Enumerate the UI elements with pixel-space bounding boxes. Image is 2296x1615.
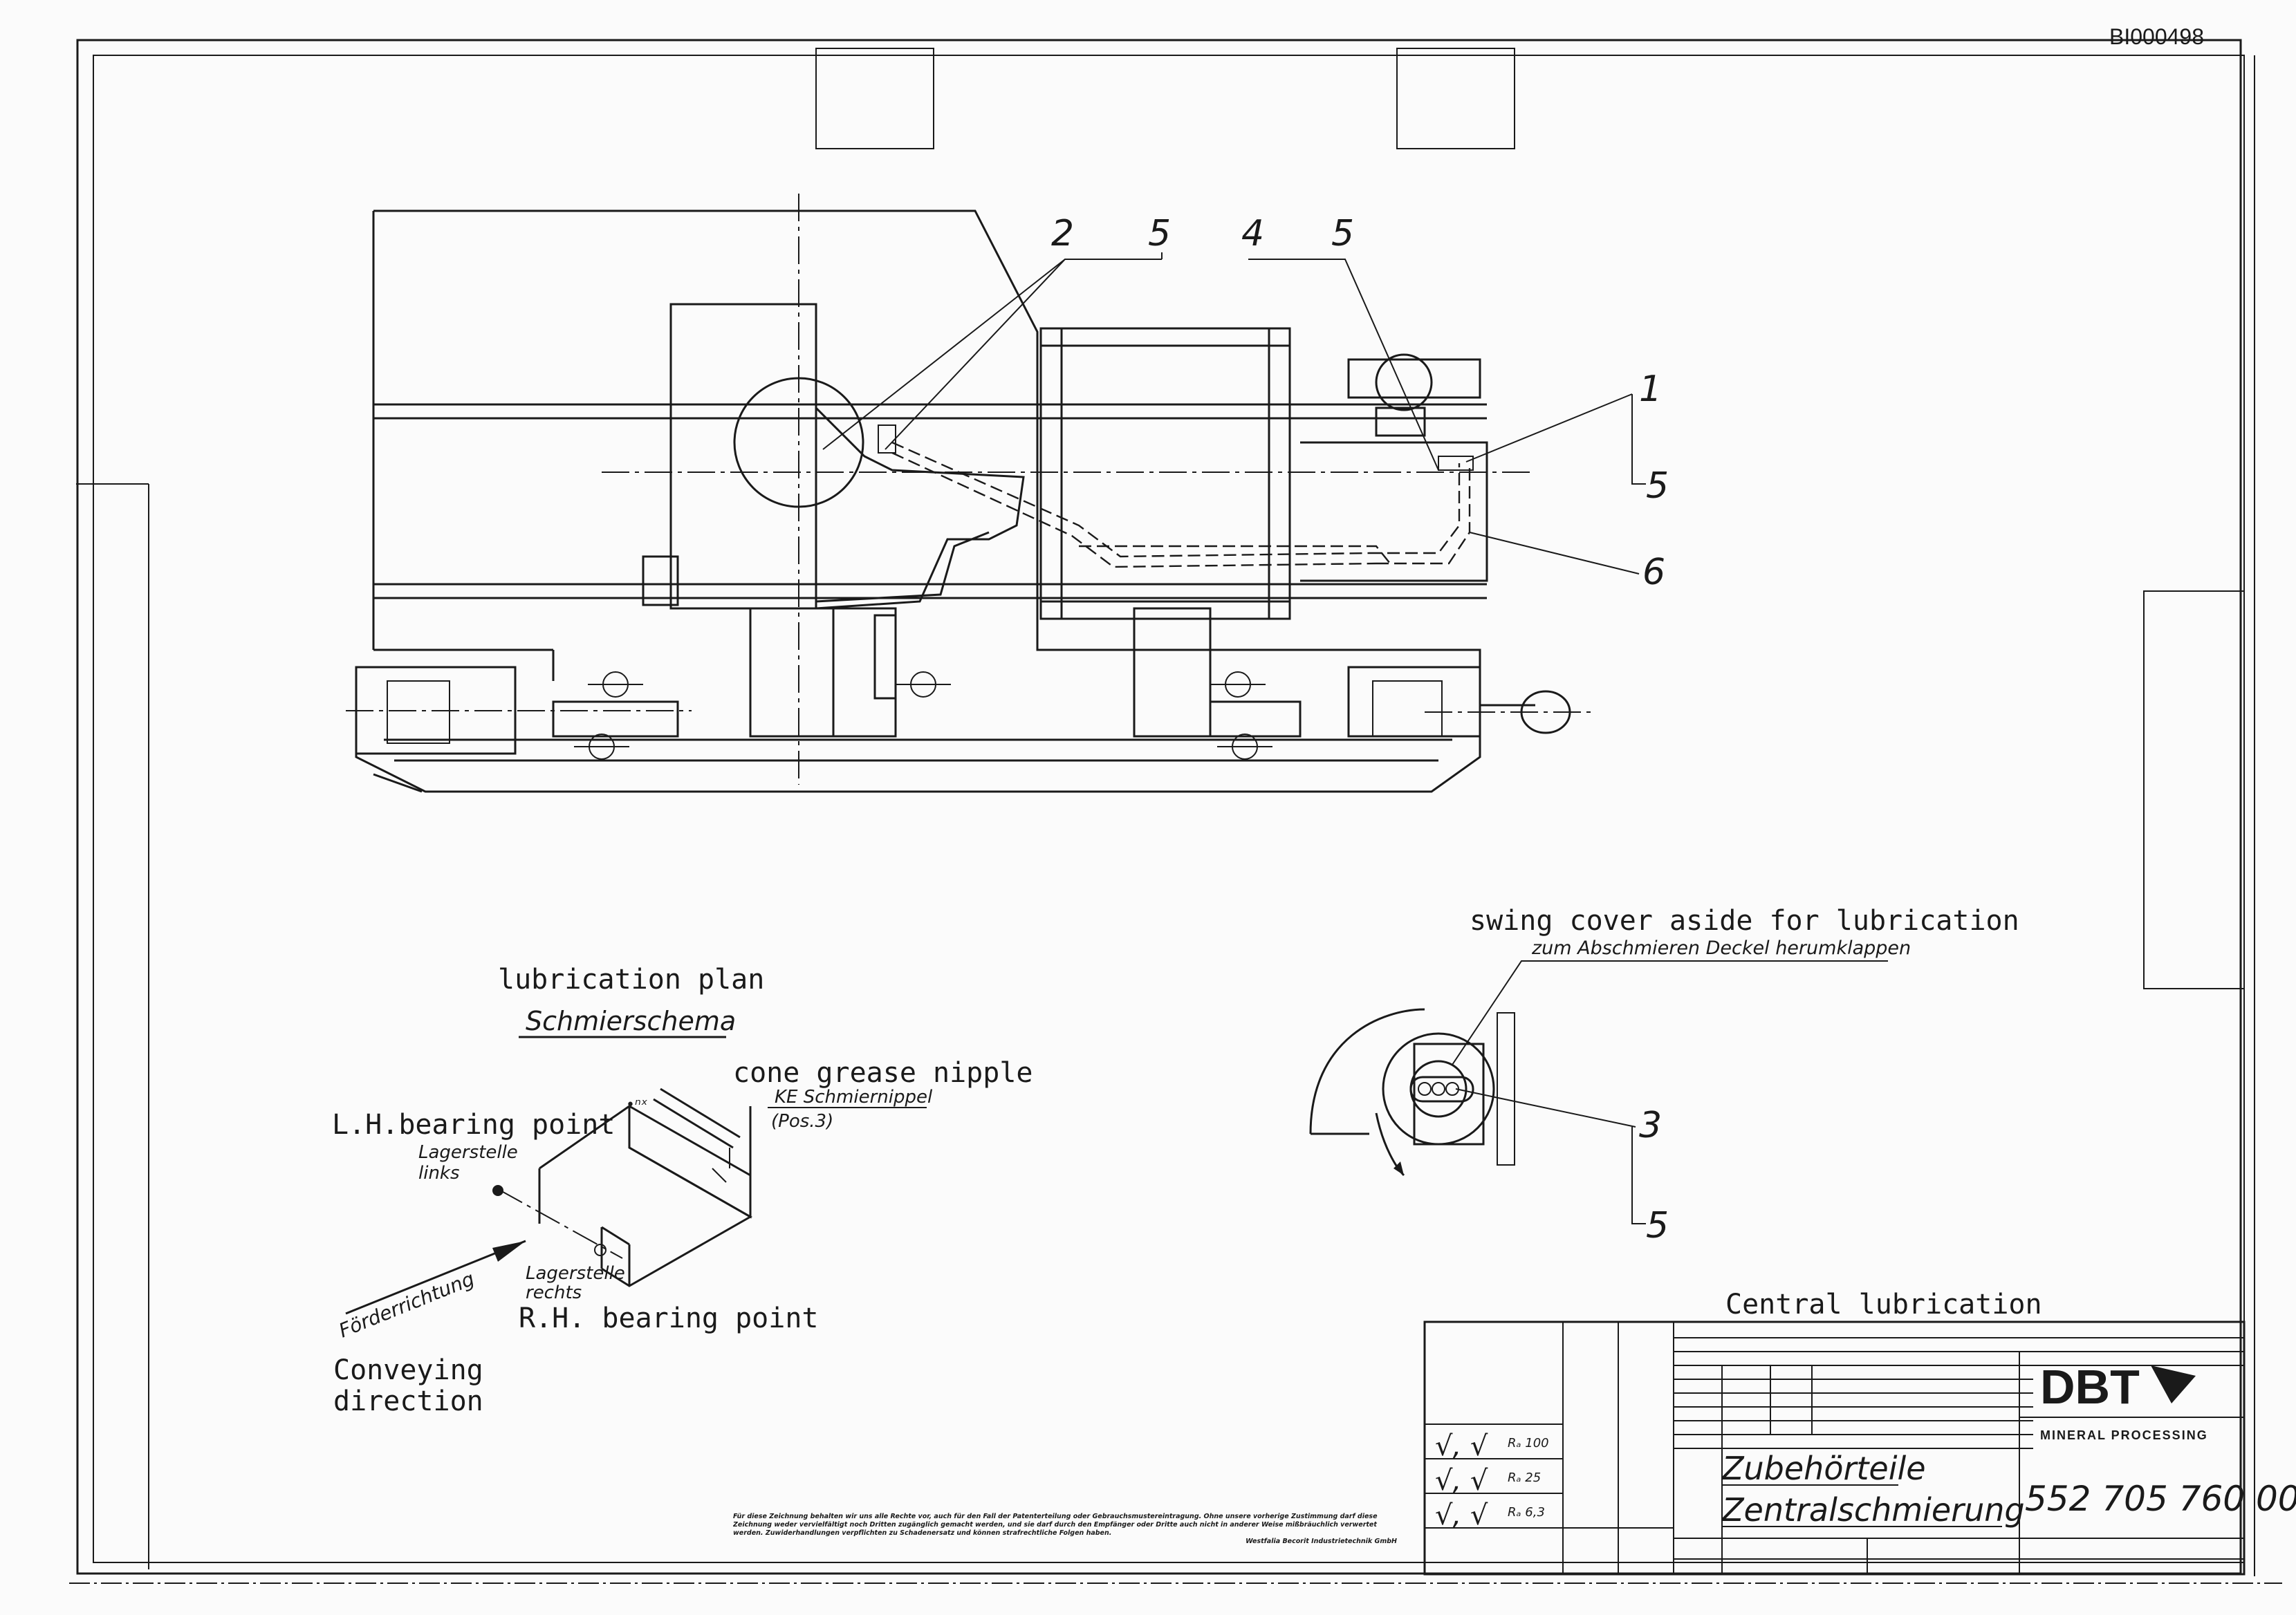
- document-id: BI000498: [2109, 24, 2204, 49]
- surface-ra-63: Rₐ 6,3: [1508, 1505, 1545, 1520]
- company-name: Westfalia Becorit Industrietechnik GmbH: [1246, 1538, 1397, 1545]
- callout-2: 2: [1051, 213, 1074, 254]
- rh-bearing-label-de-1: Lagerstelle: [526, 1263, 625, 1284]
- lh-bearing-label-en: L.H.bearing point: [332, 1109, 615, 1141]
- callout-4: 4: [1241, 213, 1264, 254]
- sheet-frame: [69, 39, 2282, 1584]
- lh-bearing-label-de-1: Lagerstelle: [418, 1142, 518, 1163]
- main-assembly-view: [346, 194, 1591, 793]
- callout-1: 1: [1639, 368, 1662, 410]
- callout-5d: 5: [1646, 1205, 1669, 1247]
- dbt-logo: DBT MINERAL PROCESSING: [2040, 1360, 2208, 1442]
- conveying-direction-de: Förderrichtung: [335, 1267, 477, 1342]
- dbt-logo-sub: MINERAL PROCESSING: [2040, 1428, 2208, 1442]
- callouts-main: 2 5 4 5 1 5 6: [822, 213, 1669, 593]
- drawing-title-1: Zubehörteile: [1721, 1450, 1926, 1487]
- cone-nipple-label-de: KE Schmiernippel: [775, 1087, 933, 1108]
- lube-plan-title-de: Schmierschema: [526, 1006, 736, 1036]
- conveying-direction-en-1: Conveying: [333, 1354, 483, 1386]
- title-block: Central lubrication: [1423, 1289, 2296, 1576]
- callout-5c: 5: [1646, 465, 1669, 507]
- surface-ra-100: Rₐ 100: [1508, 1436, 1549, 1450]
- surface-finish-symbols: √, √ Rₐ 100 √, √ Rₐ 25 √, √ Rₐ 6,3: [1435, 1430, 1549, 1531]
- drawing-number: 552 705 760 000: [2025, 1479, 2296, 1519]
- svg-text:√, √: √, √: [1435, 1500, 1488, 1531]
- callout-5a: 5: [1148, 213, 1171, 254]
- cone-nipple-label-en: cone grease nipple: [733, 1057, 1033, 1089]
- central-lubrication-label: Central lubrication: [1725, 1289, 2042, 1320]
- svg-text:√, √: √, √: [1435, 1430, 1488, 1462]
- nipple-symbols: •ⁿˣ: [626, 1096, 648, 1114]
- swing-cover-note-en: swing cover aside for lubrication: [1470, 905, 2019, 937]
- conveying-direction-en-2: direction: [333, 1385, 483, 1417]
- drawing-title-2: Zentralschmierung: [1721, 1491, 2025, 1529]
- callout-3: 3: [1639, 1105, 1662, 1146]
- callout-5b: 5: [1331, 213, 1354, 254]
- lh-bearing-label-de-2: links: [418, 1163, 460, 1184]
- callout-6: 6: [1642, 552, 1665, 593]
- svg-text:√, √: √, √: [1435, 1465, 1488, 1497]
- surface-ra-25: Rₐ 25: [1508, 1471, 1541, 1485]
- swing-cover-note-de: zum Abschmieren Deckel herumklappen: [1531, 937, 1911, 959]
- rh-bearing-label-de-2: rechts: [526, 1282, 582, 1303]
- rh-bearing-label-en: R.H. bearing point: [519, 1303, 818, 1334]
- svg-text:DBT: DBT: [2040, 1360, 2140, 1414]
- copyright-note: Für diese Zeichnung behalten wir uns all…: [733, 1513, 1378, 1537]
- cone-nipple-pos: (Pos.3): [771, 1111, 833, 1132]
- lubrication-schema: lubrication plan Schmierschema cone grea…: [332, 964, 1033, 1417]
- lube-plan-title-en: lubrication plan: [498, 964, 764, 996]
- swing-cover-detail: swing cover aside for lubrication zum Ab…: [1309, 905, 2019, 1247]
- copyright-note-box: Für diese Zeichnung behalten wir uns all…: [733, 1513, 1397, 1545]
